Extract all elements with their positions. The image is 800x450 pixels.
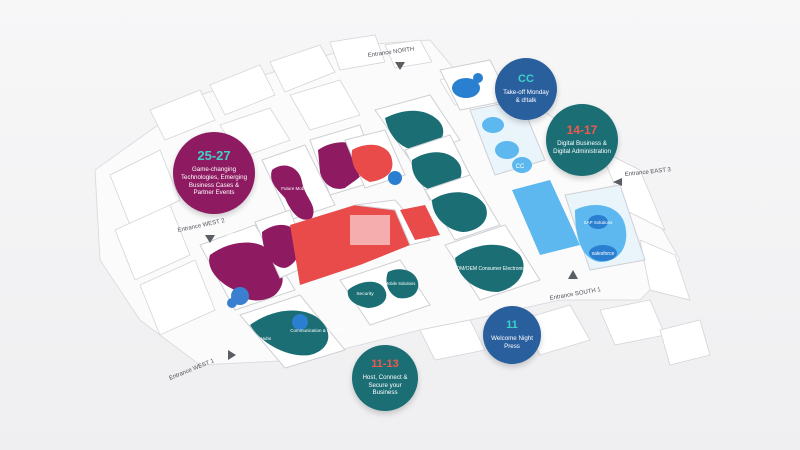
entrance-south-arrow (568, 270, 578, 279)
entrance-east-label: Entrance EAST 3 (625, 167, 672, 178)
zone-mobile-label: Mobile Solutions (385, 281, 416, 286)
zone-startups-label: Startups scale11 (226, 232, 269, 238)
zone-odm-label: ODM/OEM Consumer Electronics (453, 266, 528, 272)
hall-badge-cc[interactable]: CC Take-off Monday & d!talk (495, 58, 557, 120)
hall-14-17-number: 14-17 (566, 123, 598, 138)
hall-11-text: Welcome Night Press (491, 334, 533, 350)
hall-cc-number: CC (518, 72, 534, 85)
zone-future-label: Future Mobility (281, 186, 311, 191)
hall-teal-communication[interactable]: Communication & Networks IoT Hubs (239, 294, 347, 369)
zone-security-label: Security (356, 291, 374, 297)
hall-teal-north[interactable] (374, 94, 501, 241)
hall-cc-text: Take-off Monday & d!talk (503, 88, 549, 104)
zone-sap-label: SAP Solutions (584, 220, 613, 225)
hall-badge-11-13[interactable]: 11-13 Host, Connect & Secure your Busine… (352, 345, 418, 411)
zone-cc-label: CC (516, 164, 525, 170)
hall-badge-25-27[interactable]: 25-27 Game-changing Technologies, Emergi… (173, 132, 255, 214)
hall-14-17-text: Digital Business & Digital Administratio… (553, 140, 611, 155)
hall-teal-odm[interactable]: ODM/OEM Consumer Electronics (444, 224, 541, 301)
hall-25-27-number: 25-27 (197, 148, 231, 163)
zone-salesforce-label: salesforce (592, 251, 615, 257)
entrance-markers (205, 62, 622, 360)
entrance-west-arrow (228, 350, 236, 360)
hall-11-13-number: 11-13 (371, 357, 399, 370)
hall-teal-security[interactable]: Security Mobile Solutions (339, 259, 431, 326)
hall-25-27-text: Game-changing Technologies, Emerging Bus… (180, 166, 248, 197)
hall-11-13-text: Host, Connect & Secure your Business (362, 373, 408, 397)
hall-11-number: 11 (506, 318, 518, 331)
hall-badge-11[interactable]: 11 Welcome Night Press (483, 306, 541, 364)
entrance-west2-arrow (205, 235, 215, 243)
zone-iot-label: IoT Hubs (253, 336, 272, 341)
entrance-north-arrow (395, 62, 405, 70)
hall-red-center[interactable] (290, 129, 440, 285)
hall-badge-14-17[interactable]: 14-17 Digital Business & Digital Adminis… (546, 104, 618, 176)
entrance-east-arrow (613, 178, 622, 186)
zone-communication-label: Communication & Networks (290, 328, 346, 333)
